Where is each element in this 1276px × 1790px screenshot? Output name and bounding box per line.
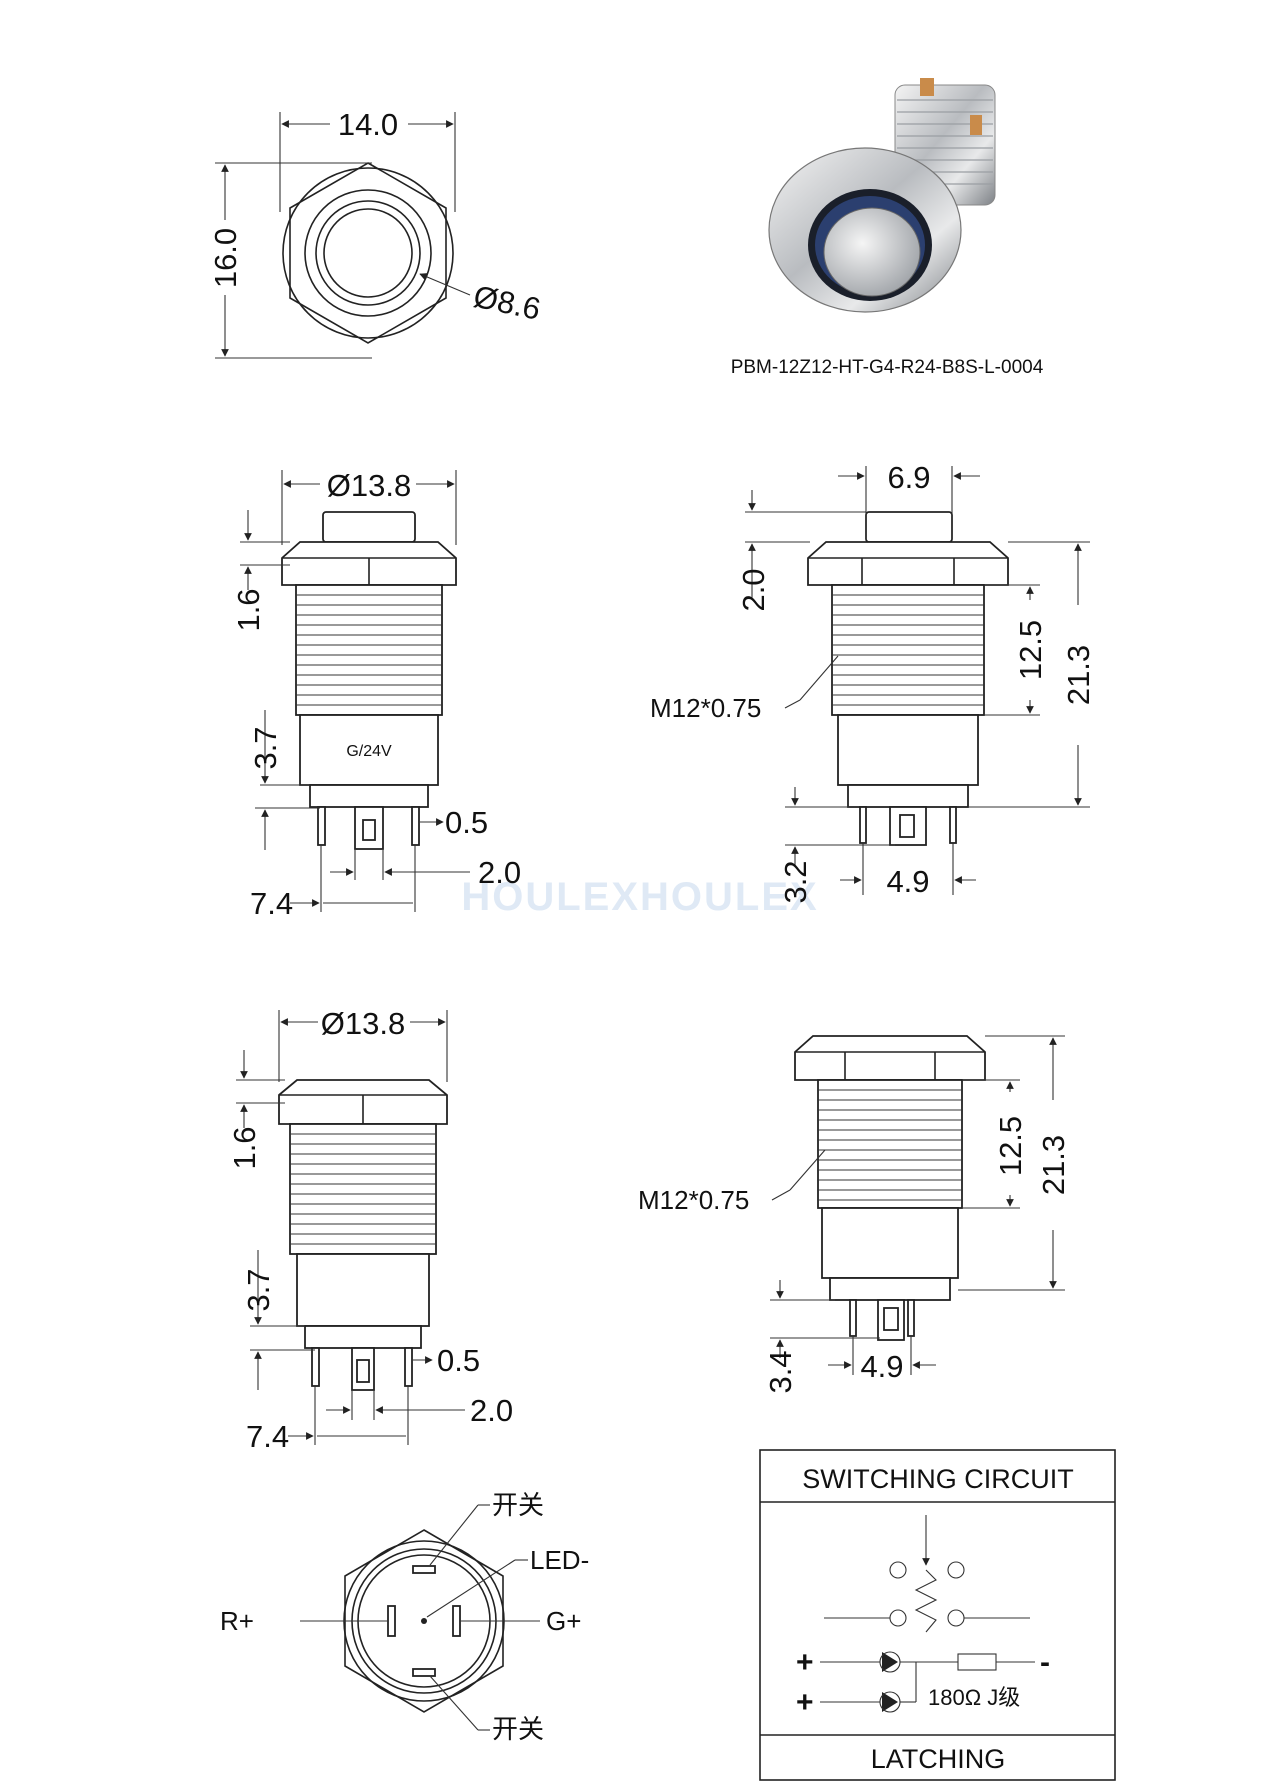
sv1-pin-thickness-dim: 0.5 <box>445 805 488 840</box>
sv2-thread-length-dim: 12.5 <box>1013 620 1048 680</box>
side-view-3: Ø13.8 1.6 3.7 0.5 2.0 7.4 <box>227 1006 513 1454</box>
sv4-total-length-dim: 21.3 <box>1036 1135 1071 1195</box>
pin-switch-top: 开关 <box>492 1490 544 1520</box>
sv2-pin-length-dim: 3.2 <box>778 860 813 903</box>
watermark: HOULEXHOULEX <box>461 875 818 919</box>
sv2-total-length-dim: 21.3 <box>1061 645 1096 705</box>
pin-switch-bottom: 开关 <box>492 1714 544 1744</box>
sv2-plunger-height-dim: 2.0 <box>736 568 771 611</box>
sv4-thread-spec: M12*0.75 <box>638 1185 749 1215</box>
circuit-title: SWITCHING CIRCUIT <box>802 1464 1073 1494</box>
sv1-pin-span-dim: 7.4 <box>250 886 293 921</box>
top-height-dim: 16.0 <box>208 228 243 288</box>
side-view-2: 6.9 2.0 M12*0.75 12.5 21.3 3.2 4.9 <box>650 460 1096 904</box>
sv2-plunger-width-dim: 6.9 <box>887 460 930 495</box>
pin-led-minus: LED- <box>530 1545 589 1575</box>
top-view: 14.0 16.0 Ø8.6 <box>208 107 544 359</box>
sv3-head-height-dim: 1.6 <box>227 1126 262 1169</box>
sv4-pin-span-dim: 4.9 <box>860 1349 903 1384</box>
body-voltage-label: G/24V <box>346 743 392 760</box>
sv3-pin-thickness-dim: 0.5 <box>437 1343 480 1378</box>
side-view-4: M12*0.75 12.5 21.3 3.4 4.9 <box>638 1035 1071 1394</box>
circuit-mode: LATCHING <box>871 1744 1006 1774</box>
circuit-plus-1: + <box>796 1646 814 1679</box>
sv3-pin-span-dim: 7.4 <box>246 1419 289 1454</box>
pin-g-plus: G+ <box>546 1606 581 1636</box>
product-render: PBM-12Z12-HT-G4-R24-B8S-L-0004 <box>731 78 1044 378</box>
top-width-dim: 14.0 <box>338 107 398 142</box>
sv4-thread-length-dim: 12.5 <box>993 1116 1028 1176</box>
pinout-view: 开关 LED- R+ G+ 开关 <box>220 1490 589 1744</box>
sv4-pin-length-dim: 3.4 <box>763 1350 798 1393</box>
sv1-diameter-dim: Ø13.8 <box>327 468 411 503</box>
sv3-pin-spacing-dim: 2.0 <box>470 1393 513 1428</box>
sv3-diameter-dim: Ø13.8 <box>321 1006 405 1041</box>
circuit-resistor: 180Ω J级 <box>928 1685 1020 1710</box>
sv3-body-bottom-dim: 3.7 <box>241 1268 276 1311</box>
circuit-plus-2: + <box>796 1686 814 1719</box>
pin-r-plus: R+ <box>220 1606 254 1636</box>
sv1-pin-spacing-dim: 2.0 <box>478 855 521 890</box>
switching-circuit: SWITCHING CIRCUIT LATCHING + - + 180Ω J级 <box>759 1449 1116 1781</box>
circuit-minus: - <box>1040 1646 1050 1679</box>
part-number: PBM-12Z12-HT-G4-R24-B8S-L-0004 <box>731 357 1044 378</box>
side-view-1: G/24V Ø13.8 1.6 3.7 0.5 2.0 7.4 <box>231 468 521 921</box>
sv2-pin-span-dim: 4.9 <box>886 864 929 899</box>
sv2-thread-spec: M12*0.75 <box>650 693 761 723</box>
top-ring-diameter-dim: Ø8.6 <box>471 279 544 327</box>
sv1-body-bottom-dim: 3.7 <box>248 726 283 769</box>
sv1-head-height-dim: 1.6 <box>231 588 266 631</box>
